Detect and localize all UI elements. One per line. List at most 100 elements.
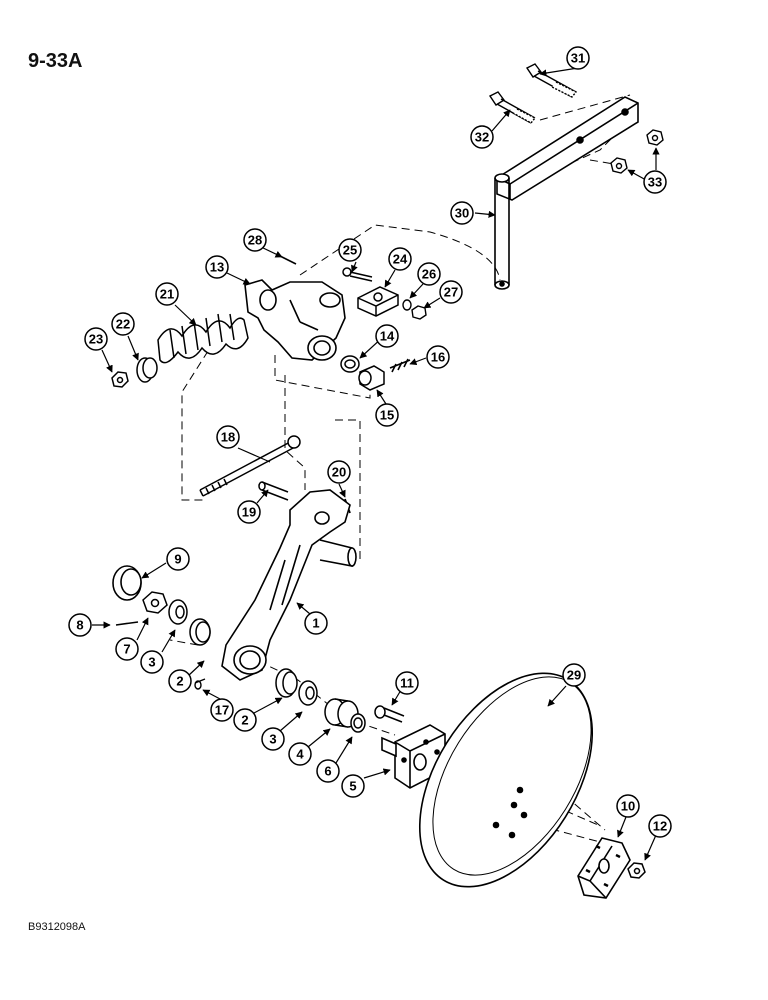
long-bolt-18 — [199, 435, 301, 497]
callout-label: 16 — [431, 350, 445, 365]
callout-label: 7 — [123, 642, 130, 657]
callout-label: 23 — [89, 332, 103, 347]
spring-cap-22 — [136, 357, 158, 383]
callout-label: 22 — [116, 317, 130, 332]
outer-flange-10 — [577, 837, 631, 899]
disc-arm — [221, 489, 357, 681]
callout-label: 5 — [349, 779, 356, 794]
grease-fitting-17 — [194, 678, 206, 690]
callout-label: 10 — [621, 799, 635, 814]
callout-label: 15 — [380, 408, 394, 423]
callout-22 — [111, 312, 135, 336]
compression-spring-21 — [157, 313, 249, 364]
clamp-block-24 — [357, 286, 399, 317]
callout-17 — [210, 698, 234, 722]
callout-24 — [388, 247, 412, 271]
callout-6 — [316, 759, 340, 783]
callout-label: 31 — [571, 51, 585, 66]
callout-label: 6 — [324, 764, 331, 779]
callout-13 — [205, 255, 229, 279]
callout-label: 32 — [475, 130, 489, 145]
callout-9 — [166, 547, 190, 571]
callout-label: 3 — [269, 732, 276, 747]
callout-30 — [450, 201, 474, 225]
collar-15 — [358, 365, 385, 391]
callout-label: 21 — [160, 287, 174, 302]
nut-33-lower — [610, 157, 628, 174]
callout-label: 12 — [653, 819, 667, 834]
callout-label: 26 — [422, 267, 436, 282]
callout-label: 29 — [567, 668, 581, 683]
callout-14 — [375, 324, 399, 348]
callout-16 — [426, 345, 450, 369]
callout-28 — [243, 228, 267, 252]
page-number: 9-33A — [28, 50, 83, 72]
callout-label: 1 — [312, 616, 319, 631]
bearing-cone-3-left — [168, 599, 188, 625]
callout-29 — [562, 663, 586, 687]
callout-5 — [341, 774, 365, 798]
bearing-cone-3-right — [298, 680, 318, 706]
callout-label: 8 — [76, 618, 83, 633]
nut-33-upper — [646, 129, 664, 146]
roll-pin-16 — [389, 358, 411, 373]
nut-12 — [627, 862, 646, 879]
callout-32 — [470, 125, 494, 149]
callout-15 — [375, 403, 399, 427]
spring-washer-26 — [402, 299, 412, 311]
washer-6 — [350, 713, 366, 733]
callout-label: 11 — [400, 676, 414, 691]
callout-2-left — [168, 669, 192, 693]
callout-18 — [216, 425, 240, 449]
bearing-cup-2-left — [189, 618, 211, 646]
callout-label: 4 — [296, 747, 304, 762]
callout-26 — [417, 262, 441, 286]
callout-3-right — [261, 727, 285, 751]
nut-27 — [411, 305, 427, 320]
callout-label: 33 — [648, 175, 662, 190]
callout-4 — [288, 742, 312, 766]
callout-label: 20 — [332, 465, 346, 480]
callout-20 — [327, 460, 351, 484]
nut-23 — [111, 371, 129, 388]
washer-14 — [340, 355, 360, 373]
callout-label: 2 — [241, 713, 248, 728]
callout-31 — [566, 46, 590, 70]
cotter-pin-8 — [115, 621, 139, 626]
dust-cap-9 — [112, 565, 142, 601]
pivot-arm-casting — [244, 279, 346, 361]
bolt-25 — [342, 267, 373, 282]
pin-19 — [258, 481, 289, 501]
drawing-code: B9312098A — [28, 921, 86, 933]
callout-label: 24 — [393, 252, 408, 267]
callout-8 — [68, 613, 92, 637]
callout-2-right — [233, 708, 257, 732]
callout-33-a — [643, 170, 667, 194]
callout-label: 18 — [221, 430, 235, 445]
callout-label: 2 — [176, 674, 183, 689]
callout-balloons — [68, 46, 672, 838]
callout-label: 9 — [174, 552, 181, 567]
castle-nut-7 — [142, 591, 168, 614]
callout-label: 13 — [210, 260, 224, 275]
callout-label: 28 — [248, 233, 262, 248]
callout-25 — [338, 238, 362, 262]
callout-10 — [616, 794, 640, 818]
bearing-cup-2-right — [275, 668, 298, 698]
pivot-pin — [494, 173, 510, 290]
callout-1 — [304, 611, 328, 635]
callout-21 — [155, 282, 179, 306]
callout-leaders — [92, 67, 660, 861]
callout-27 — [439, 280, 463, 304]
callout-3-left — [140, 650, 164, 674]
callout-label: 27 — [444, 285, 458, 300]
bolt-32 — [488, 91, 537, 124]
callout-label: 25 — [343, 243, 357, 258]
callout-numbers: 1 2 2 3 3 4 5 6 7 8 9 10 11 12 13 14 15 … — [76, 51, 667, 834]
callout-label: 17 — [215, 703, 229, 718]
callout-12 — [648, 814, 672, 838]
callout-label: 14 — [380, 329, 395, 344]
callout-11 — [395, 671, 419, 695]
callout-23 — [84, 327, 108, 351]
